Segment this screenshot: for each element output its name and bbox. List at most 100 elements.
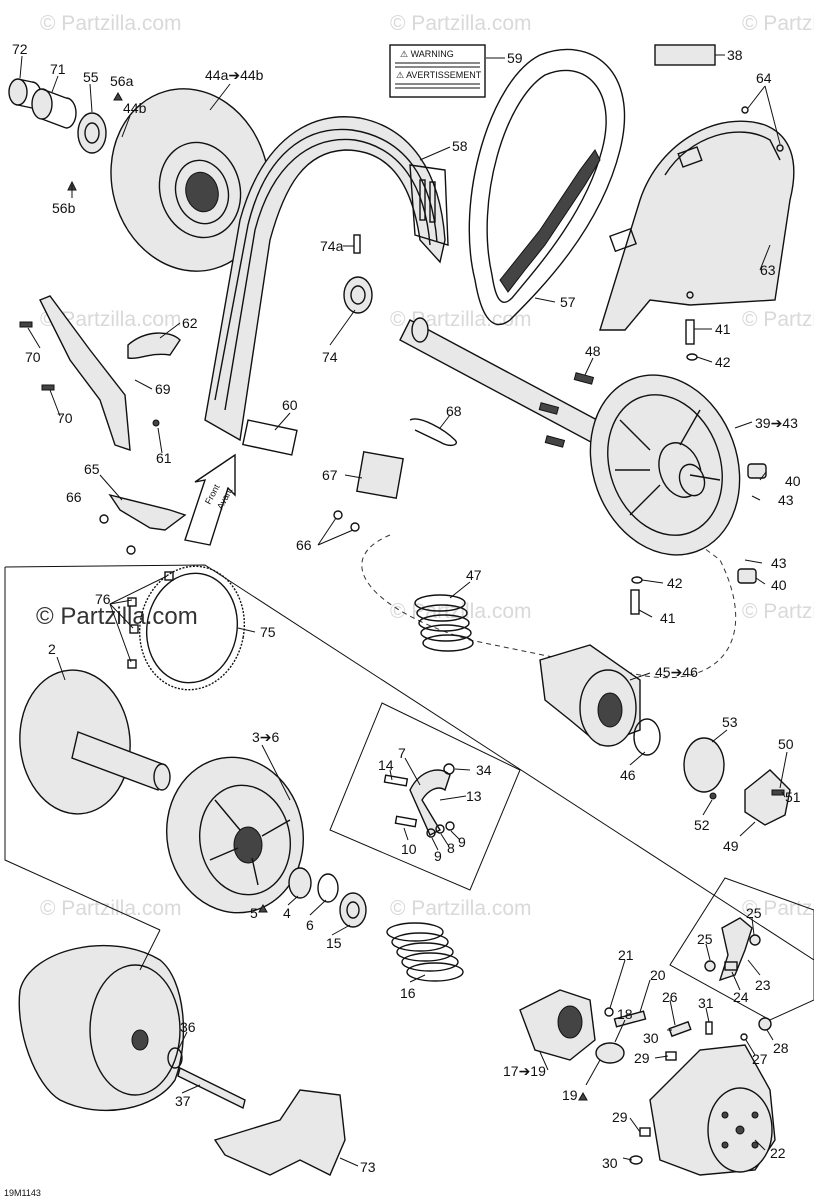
cover-tab: [677, 146, 703, 168]
clip-68: [409, 418, 457, 447]
callout-66-a: 66: [66, 489, 82, 505]
pulley-disc-rim: [607, 394, 723, 536]
callout-37: 37: [175, 1093, 191, 1109]
callout-13: 13: [466, 788, 482, 804]
callout-29-b: 29: [612, 1109, 628, 1125]
washer-27: [740, 1033, 748, 1041]
diagram-code: 19M1143: [4, 1188, 41, 1198]
spring-16: [386, 922, 464, 982]
callout-19: 19: [562, 1087, 578, 1103]
coil: [386, 922, 444, 942]
seal-74-inner: [350, 285, 366, 305]
bracket-group-frame: [669, 877, 814, 1021]
coil: [414, 594, 466, 612]
callout-31: 31: [698, 995, 714, 1011]
bolt-76: [129, 624, 139, 634]
callout-52: 52: [694, 817, 710, 833]
pulley-half-44: [110, 88, 270, 272]
lever-assembly: [383, 763, 455, 838]
bracket-group-62-69: [19, 295, 187, 555]
movable-sheave-3: [165, 756, 305, 914]
callout-75: 75: [260, 624, 276, 640]
grease-drop-icon: [113, 91, 123, 101]
coil: [416, 604, 468, 622]
cover-63: [599, 106, 795, 331]
callout-9-b: 9: [458, 834, 466, 850]
callout-44a-44b: 44a➔44b: [205, 67, 264, 83]
watermark: © Partzilla.com: [390, 897, 532, 920]
nut-28: [758, 1017, 772, 1031]
rivet-66: [333, 510, 343, 520]
rivet-66: [99, 514, 109, 524]
callout-44b: 44b: [123, 100, 147, 116]
spacer-24: [724, 961, 738, 971]
bracket-69: [39, 295, 131, 452]
callout-39-43: 39➔43: [755, 415, 798, 431]
guard-ridge: [224, 138, 431, 411]
callout-7: 7: [398, 745, 406, 761]
drive-belt-57: [468, 48, 626, 326]
washer-21: [604, 1007, 614, 1017]
ring-46: [633, 718, 661, 756]
warning-label: [389, 44, 486, 98]
watermark: © Partzilla.com: [742, 308, 814, 331]
belt-outer: [468, 48, 626, 326]
callout-28: 28: [773, 1040, 789, 1056]
shaft-end: [411, 317, 429, 343]
callout-38: 38: [727, 47, 743, 63]
rivet-66: [350, 522, 360, 532]
hub-bore: [678, 463, 706, 497]
washer-42: [631, 576, 643, 584]
pin-74a: [353, 234, 361, 254]
callout-4: 4: [283, 905, 291, 921]
callout-57: 57: [560, 294, 576, 310]
bushing-4: [288, 867, 312, 899]
callout-27: 27: [752, 1051, 768, 1067]
washer-15: [339, 892, 367, 928]
callout-41-top: 41: [715, 321, 731, 337]
guard-slot: [429, 181, 436, 223]
rivet: [686, 291, 694, 299]
washer-53: [683, 737, 725, 793]
callout-43-bottom: 43: [771, 555, 787, 571]
bearing-group: [8, 78, 136, 191]
callout-70-a: 70: [25, 349, 41, 365]
cam-bore: [597, 692, 623, 728]
washer-8: [435, 824, 445, 834]
callout-48: 48: [585, 343, 601, 359]
callout-17-19: 17➔19: [503, 1063, 546, 1079]
callout-43-top: 43: [778, 492, 794, 508]
bolt-25: [704, 960, 716, 972]
callout-42-top: 42: [715, 354, 731, 370]
callout-66-b: 66: [296, 537, 312, 553]
housing-22: [629, 1017, 776, 1176]
plate-hole: [721, 1111, 729, 1119]
watermark: © Partzilla.com: [742, 897, 814, 920]
callout-55: 55: [83, 69, 99, 85]
watermark: © Partzilla.com: [40, 308, 182, 331]
callout-8: 8: [447, 840, 455, 856]
callout-30-a: 30: [643, 1030, 659, 1046]
callout-74: 74: [322, 349, 338, 365]
coil: [406, 962, 464, 982]
callout-21: 21: [618, 947, 634, 963]
callout-2: 2: [48, 641, 56, 657]
callout-42-bottom: 42: [667, 575, 683, 591]
bolt-76: [164, 571, 174, 581]
plate-67: [356, 451, 404, 499]
callout-36: 36: [180, 1019, 196, 1035]
sleeve-71: [31, 88, 53, 120]
screw-70: [41, 384, 55, 391]
pulley-spokes: [615, 409, 721, 516]
callout-70-b: 70: [57, 410, 73, 426]
callout-41-bottom: 41: [660, 610, 676, 626]
callout-71: 71: [50, 61, 66, 77]
belt-teeth: [499, 149, 601, 293]
coil: [420, 624, 472, 642]
watermark: © Partzilla.com: [390, 12, 532, 35]
sheave-shaft: [71, 731, 166, 791]
driven-pulley-39: [399, 317, 767, 615]
nut-52: [709, 792, 717, 800]
screw-70: [19, 321, 33, 328]
callout-67: 67: [322, 467, 338, 483]
